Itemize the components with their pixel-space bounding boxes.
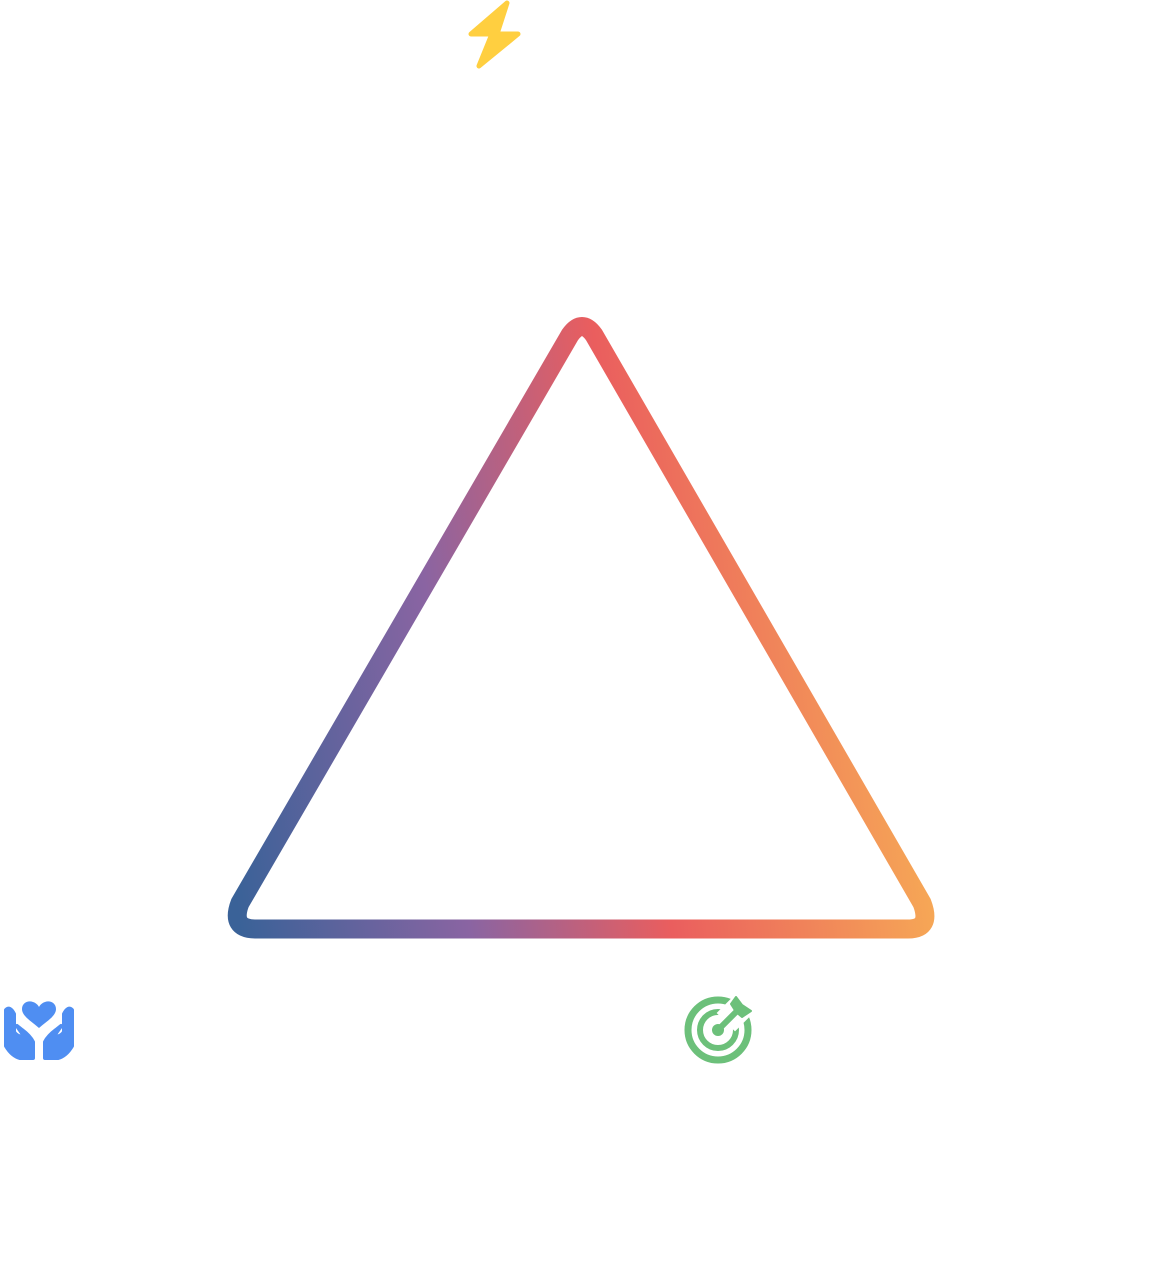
heart-in-hands-icon <box>4 1001 74 1060</box>
triangle-outline <box>227 317 935 939</box>
lightning-bolt-icon <box>468 0 521 69</box>
target-arrow-icon <box>684 994 754 1064</box>
